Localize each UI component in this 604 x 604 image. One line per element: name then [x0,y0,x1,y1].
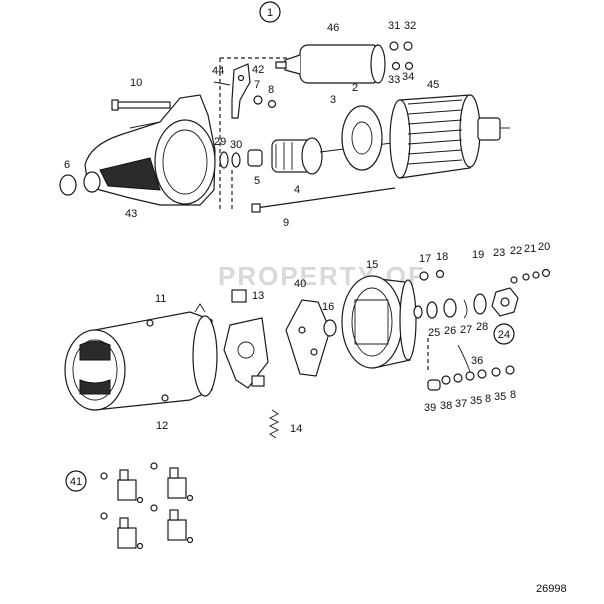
terminal-hardware-row [427,365,515,391]
part-label-4: 4 [294,184,300,196]
part-label-37: 37 [455,398,467,410]
washer-part [532,271,540,279]
part-label-10: 10 [130,77,142,89]
part-label-2: 2 [352,82,358,94]
top-assembly [59,41,510,213]
shift-fork-part [231,63,251,119]
washer-part [443,298,457,318]
group-callout-1: 1 [267,7,273,19]
part-label-20: 20 [538,241,550,253]
brush-holder-part [223,289,269,389]
bushing-part [323,319,337,337]
part-label-32: 32 [404,20,416,32]
part-label-36: 36 [471,355,483,367]
part-label-46: 46 [327,22,339,34]
pin-part [213,81,231,86]
part-label-40: 40 [294,278,306,290]
pinion-drive-part [271,137,323,175]
screw-part [541,268,551,278]
nut-part [419,271,429,281]
part-label-12: 12 [156,420,168,432]
washer-part [426,301,438,319]
washer-part [253,95,263,105]
part-label-7: 7 [254,79,260,91]
part-label-26: 26 [444,325,456,337]
part-number-labels: 46 31 32 33 34 10 44 42 7 8 3 2 45 6 29 … [64,20,550,435]
part-label-23: 23 [493,247,505,259]
part-label-6: 6 [64,159,70,171]
end-cap-part [491,287,519,317]
part-label-28: 28 [476,321,488,333]
part-label-13: 13 [252,290,264,302]
ring-part [231,152,241,168]
group-callout-41: 41 [70,476,82,488]
part-label-22: 22 [510,245,522,257]
intermediate-plate [341,105,383,171]
part-label-43: 43 [125,208,137,220]
wire-part [457,344,471,373]
bushing-part [59,171,101,196]
bottom-assembly [64,268,551,550]
brush-kit-part [100,462,194,550]
part-label-18: 18 [436,251,448,263]
through-bolt-part [251,187,396,213]
part-label-11: 11 [155,293,166,305]
bolt-part [111,99,171,111]
drive-end-housing [84,94,216,206]
group-callout-circle [259,1,281,23]
part-label-31: 31 [388,20,400,32]
washer-part [473,293,487,315]
part-label-27: 27 [460,324,472,336]
part-label-8b: 8 [485,393,491,405]
part-label-14: 14 [290,423,302,435]
part-label-44: 44 [212,65,224,77]
washer-part [510,276,518,284]
part-label-9: 9 [283,217,289,229]
armature-part [389,94,510,179]
ring-part [219,151,229,169]
part-label-21: 21 [524,243,536,255]
part-label-19: 19 [472,249,484,261]
part-label-5: 5 [254,175,260,187]
part-label-42: 42 [252,64,264,76]
part-label-34: 34 [402,71,414,83]
terminal-nuts [389,41,414,71]
part-label-33: 33 [388,74,400,86]
circlip-part [463,299,468,319]
part-label-8c: 8 [510,389,516,401]
group-callout-circle [493,323,515,345]
part-label-45: 45 [427,79,439,91]
part-label-16: 16 [322,301,334,313]
part-label-15: 15 [366,259,378,271]
part-label-35b: 35 [494,391,506,403]
brush-spring-part [268,409,280,439]
part-label-35a: 35 [470,395,482,407]
part-label-39: 39 [424,402,436,414]
commutator-end-shield [341,275,423,369]
group-callout-circle [65,470,87,492]
field-frame-part [64,303,218,411]
part-label-25: 25 [428,327,440,339]
washer-part [267,99,277,109]
part-label-3: 3 [330,94,336,106]
part-label-17: 17 [419,253,431,265]
collar-part [247,149,263,167]
figure-number: 26998 [536,583,567,595]
part-label-30: 30 [230,139,242,151]
part-label-29: 29 [214,136,226,148]
solenoid-part [275,44,386,84]
part-label-38: 38 [440,400,452,412]
group-callout-24: 24 [498,329,510,341]
part-label-8-top: 8 [268,84,274,96]
washer-part [522,273,530,281]
nut-part [435,269,445,279]
